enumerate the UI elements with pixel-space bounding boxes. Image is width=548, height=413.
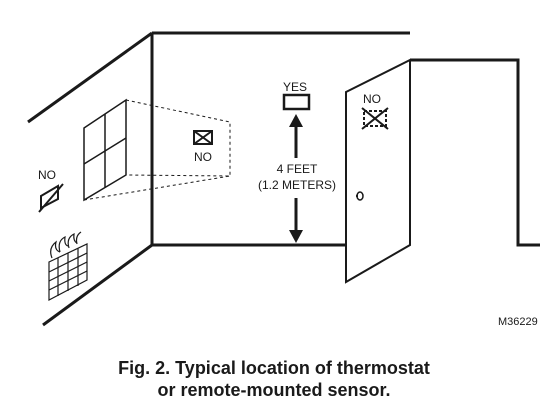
distance-arrow — [289, 114, 303, 243]
thermostat-icon — [282, 93, 311, 111]
yes-label: YES — [283, 80, 307, 94]
no-wall-label: NO — [38, 168, 56, 182]
door-knob-icon — [356, 191, 364, 201]
room-walls — [27, 31, 540, 327]
distance-feet-label: 4 FEET — [277, 162, 318, 176]
crossed-out-thermostat-icon — [38, 183, 64, 213]
crossed-out-thermostat-icon — [193, 130, 213, 145]
window — [83, 98, 231, 202]
no-door-label: NO — [363, 92, 381, 106]
figure-caption-line-1: Fig. 2. Typical location of thermostat — [118, 358, 430, 378]
distance-meters-label: (1.2 METERS) — [258, 178, 336, 192]
no-window-label: NO — [194, 150, 212, 164]
figure-caption-line-2: or remote-mounted sensor. — [157, 380, 391, 400]
door — [345, 58, 411, 284]
placement-diagram: NO YES 4 FEET (1.2 METERS) NO NO — [27, 31, 540, 328]
figure-code: M36229 — [498, 316, 538, 328]
fireplace-icon — [48, 231, 88, 301]
crossed-out-thermostat-icon — [361, 107, 389, 130]
